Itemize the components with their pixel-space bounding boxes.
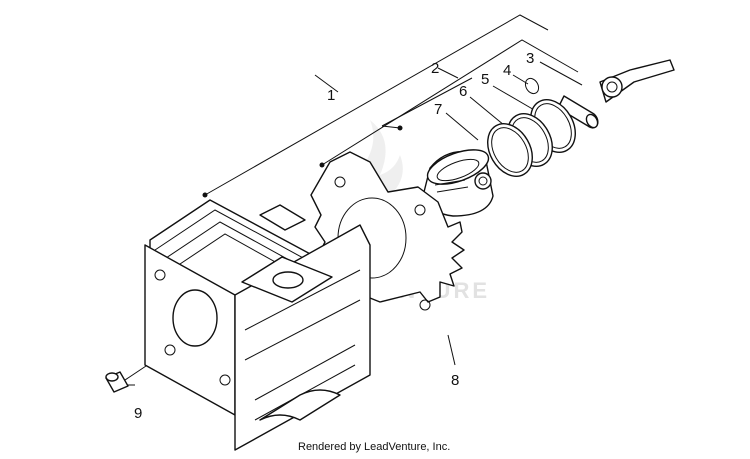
callout-9: 9 [134, 405, 142, 422]
callout-3: 3 [526, 50, 534, 67]
circlip [524, 77, 540, 95]
piston [422, 149, 494, 217]
callout-4: 4 [503, 62, 511, 79]
cylinder [144, 199, 371, 451]
piston-pin [557, 95, 599, 129]
piston-oil-ring [487, 123, 533, 177]
dowel-pin [105, 371, 129, 393]
render-credit: Rendered by LeadVenture, Inc. [298, 441, 450, 453]
connecting-rod [599, 59, 675, 103]
callout-6: 6 [459, 83, 467, 100]
callout-1: 1 [327, 87, 335, 104]
callout-7: 7 [434, 101, 442, 118]
callout-8: 8 [451, 372, 459, 389]
callout-5: 5 [481, 71, 489, 88]
assembly-brackets [202, 14, 579, 198]
callout-2: 2 [431, 60, 439, 77]
